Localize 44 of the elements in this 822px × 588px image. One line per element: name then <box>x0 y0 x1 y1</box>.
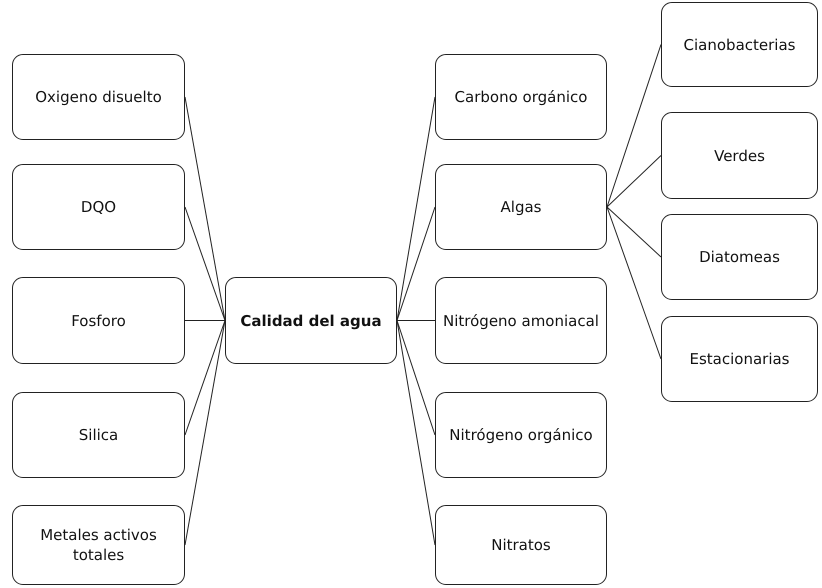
topic-label: Diatomeas <box>699 247 780 267</box>
topic-label: Nitrógeno orgánico <box>449 425 593 445</box>
topic-box <box>435 164 607 250</box>
connector-line <box>184 206 226 321</box>
connector-line <box>396 320 436 546</box>
topic-box <box>661 2 818 87</box>
connector-line <box>396 320 436 436</box>
topic-box <box>661 316 818 402</box>
topic-box <box>435 505 607 585</box>
topic-box <box>435 392 607 478</box>
topic-box <box>661 112 818 199</box>
topic-box <box>12 164 185 250</box>
connector-line <box>606 206 662 360</box>
topic-label: Verdes <box>714 146 765 166</box>
connector-line <box>606 155 662 208</box>
topic-label: Algas <box>500 197 542 217</box>
topic-label: DQO <box>80 197 116 217</box>
topic-label: Nitratos <box>491 535 551 555</box>
topic-box <box>12 277 185 364</box>
topic-box <box>12 392 185 478</box>
topic-label: Cianobacterias <box>684 34 796 54</box>
topic-box <box>12 54 185 140</box>
connector-line <box>396 206 436 321</box>
connector-line <box>184 320 226 436</box>
connector-line <box>184 320 226 321</box>
connector-line <box>396 320 436 321</box>
connector-line <box>396 96 436 321</box>
topic-box <box>12 505 185 585</box>
topic-label: Calidad del agua <box>240 310 382 330</box>
topic-label: Estacionarias <box>690 349 790 369</box>
topic-label: Fosforo <box>71 310 126 330</box>
connector-line <box>606 44 662 208</box>
topic-box <box>435 277 607 364</box>
topic-box <box>435 54 607 140</box>
topic-box <box>661 214 818 300</box>
connector-line <box>184 96 226 321</box>
connector-line <box>184 320 226 546</box>
topic-label: Oxigeno disuelto <box>35 87 162 107</box>
topic-box <box>225 277 397 364</box>
topic-label: Carbono orgánico <box>454 87 588 107</box>
topic-label: Silica <box>78 425 118 445</box>
connector-line <box>606 206 662 258</box>
topic-label: Metales activos totales <box>39 525 158 565</box>
topic-label: Nitrógeno amoniacal <box>443 310 599 330</box>
